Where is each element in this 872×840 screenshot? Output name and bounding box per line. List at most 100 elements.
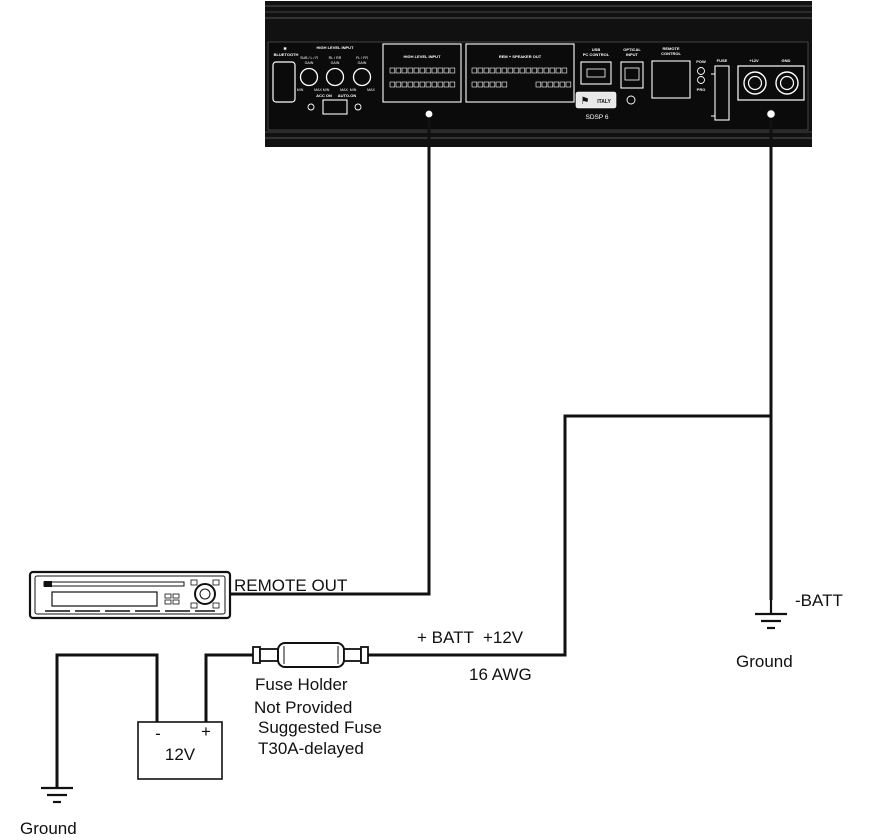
connector-pin: [531, 67, 538, 74]
connector-pin: [471, 81, 478, 88]
connector-pin: [395, 67, 402, 74]
remote-out-label: REMOTE OUT: [234, 576, 347, 595]
ground-right-label: Ground: [736, 652, 793, 671]
power-terminal-block: [737, 65, 805, 101]
volume-knob: [194, 583, 216, 605]
connector-pin: [519, 67, 526, 74]
ground-symbol-right: [755, 600, 787, 630]
min-label-1: MIN: [297, 88, 304, 92]
connector-pin: [477, 81, 484, 88]
amplifier: ✱ BLUETOOTH HIGH LEVEL INPUT SUB / L / R…: [265, 1, 812, 147]
gain-knob-1: SUB / L / R GAIN MIN MAX: [297, 56, 323, 92]
connector-pin: [443, 67, 450, 74]
connector-pin: [437, 67, 444, 74]
brand-label: ITALY: [597, 99, 611, 105]
bluetooth-antenna: [272, 61, 296, 103]
remote-input-hole: [424, 109, 434, 119]
remote-wire: [230, 119, 431, 596]
plus12v-terminal: [743, 71, 767, 95]
usb-label: USB: [592, 47, 601, 52]
max-label-1: MAX: [314, 88, 322, 92]
gain-knob-1-top: SUB / L / R: [300, 56, 318, 60]
max-label-3: MAX: [367, 88, 375, 92]
batt-plus-label: + BATT +12V: [417, 628, 524, 647]
gnd-label: GND: [782, 58, 791, 63]
connector-pin: [489, 81, 496, 88]
connector-pin: [449, 81, 456, 88]
connector-pin: [401, 81, 408, 88]
bluetooth-icon: ✱: [283, 46, 287, 51]
usb-port: [580, 61, 612, 85]
bluetooth-label: BLUETOOTH: [274, 52, 299, 57]
connector-pin: [483, 67, 490, 74]
fuse-label: FUSE: [717, 58, 728, 63]
ground-symbol-left: [41, 786, 73, 804]
connector-pin: [513, 67, 520, 74]
connector-pin: [389, 81, 396, 88]
connector-pin: [425, 81, 432, 88]
head-unit-display: [51, 591, 158, 607]
speaker-out-pins-bottom-left: [471, 81, 508, 88]
fuse-to-battery-wire: [204, 653, 253, 722]
speaker-out-pins-top: [471, 67, 568, 74]
gain-knob-3-top: FL / FR: [356, 56, 368, 60]
connector-pin: [419, 81, 426, 88]
battery-body: [137, 721, 223, 780]
led-left: [307, 103, 315, 111]
connector-pin: [425, 67, 432, 74]
fuse-rating-label: T30A-delayed: [258, 739, 364, 758]
battery: - + 12V: [137, 721, 223, 780]
min-label-3: MIN: [350, 88, 357, 92]
internal-fuse: [714, 65, 730, 121]
gnd-terminal: [775, 71, 799, 95]
connector-pin: [555, 67, 562, 74]
max-label-2: MAX: [340, 88, 348, 92]
neg-batt-label: -BATT: [795, 591, 843, 610]
pow-label: POW: [696, 59, 706, 64]
italy-flag-icon: ⚑: [581, 96, 590, 107]
connector-pin: [525, 67, 532, 74]
pc-control-label: PC CONTROL: [583, 52, 610, 57]
acc-on-label: ACC ON: [316, 93, 332, 98]
awg-label: 16 AWG: [469, 665, 532, 684]
connector-pin: [395, 81, 402, 88]
connector-pin: [437, 81, 444, 88]
fuse-holder-cap-left: [252, 646, 261, 664]
battery-minus: -: [155, 724, 161, 743]
connector-pin: [543, 67, 550, 74]
ground-terminal-hole: [765, 108, 777, 120]
battery-voltage: 12V: [165, 745, 196, 764]
acc-auto-switch: [322, 99, 348, 115]
connector-pin: [501, 67, 508, 74]
connector-pin: [389, 67, 396, 74]
connector-pin: [443, 81, 450, 88]
plus12v-label: +12V: [749, 58, 759, 63]
fuse-holder-body: [277, 642, 345, 668]
connector-pin: [547, 81, 554, 88]
model-label: SDSP 6: [585, 114, 608, 121]
pro-label: PRO: [697, 87, 706, 92]
remote-control-label: CONTROL: [661, 51, 681, 56]
connector-pin: [413, 81, 420, 88]
speaker-out-connector: [465, 43, 575, 103]
connector-pin: [541, 81, 548, 88]
gain-knob-2-top: RL / RR: [329, 56, 342, 60]
optical-led: [626, 95, 636, 105]
battery-plus: +: [201, 722, 211, 741]
connector-pin: [477, 67, 484, 74]
min-label-2: MIN: [323, 88, 330, 92]
connector-pin: [495, 67, 502, 74]
connector-pin: [431, 81, 438, 88]
connector-pin: [501, 81, 508, 88]
high-level-input-label: HIGH LEVEL INPUT: [316, 45, 354, 50]
connector-pin: [407, 67, 414, 74]
connector-pin: [495, 81, 502, 88]
led-right: [354, 103, 362, 111]
optical-label: OPTICAL: [623, 47, 641, 52]
amplifier-panel: [267, 41, 809, 131]
connector-pin: [559, 81, 566, 88]
pow-led: [697, 67, 705, 75]
gain-knob-3: FL / FR GAIN MIN MAX: [350, 56, 376, 92]
italy-badge: [575, 91, 617, 109]
